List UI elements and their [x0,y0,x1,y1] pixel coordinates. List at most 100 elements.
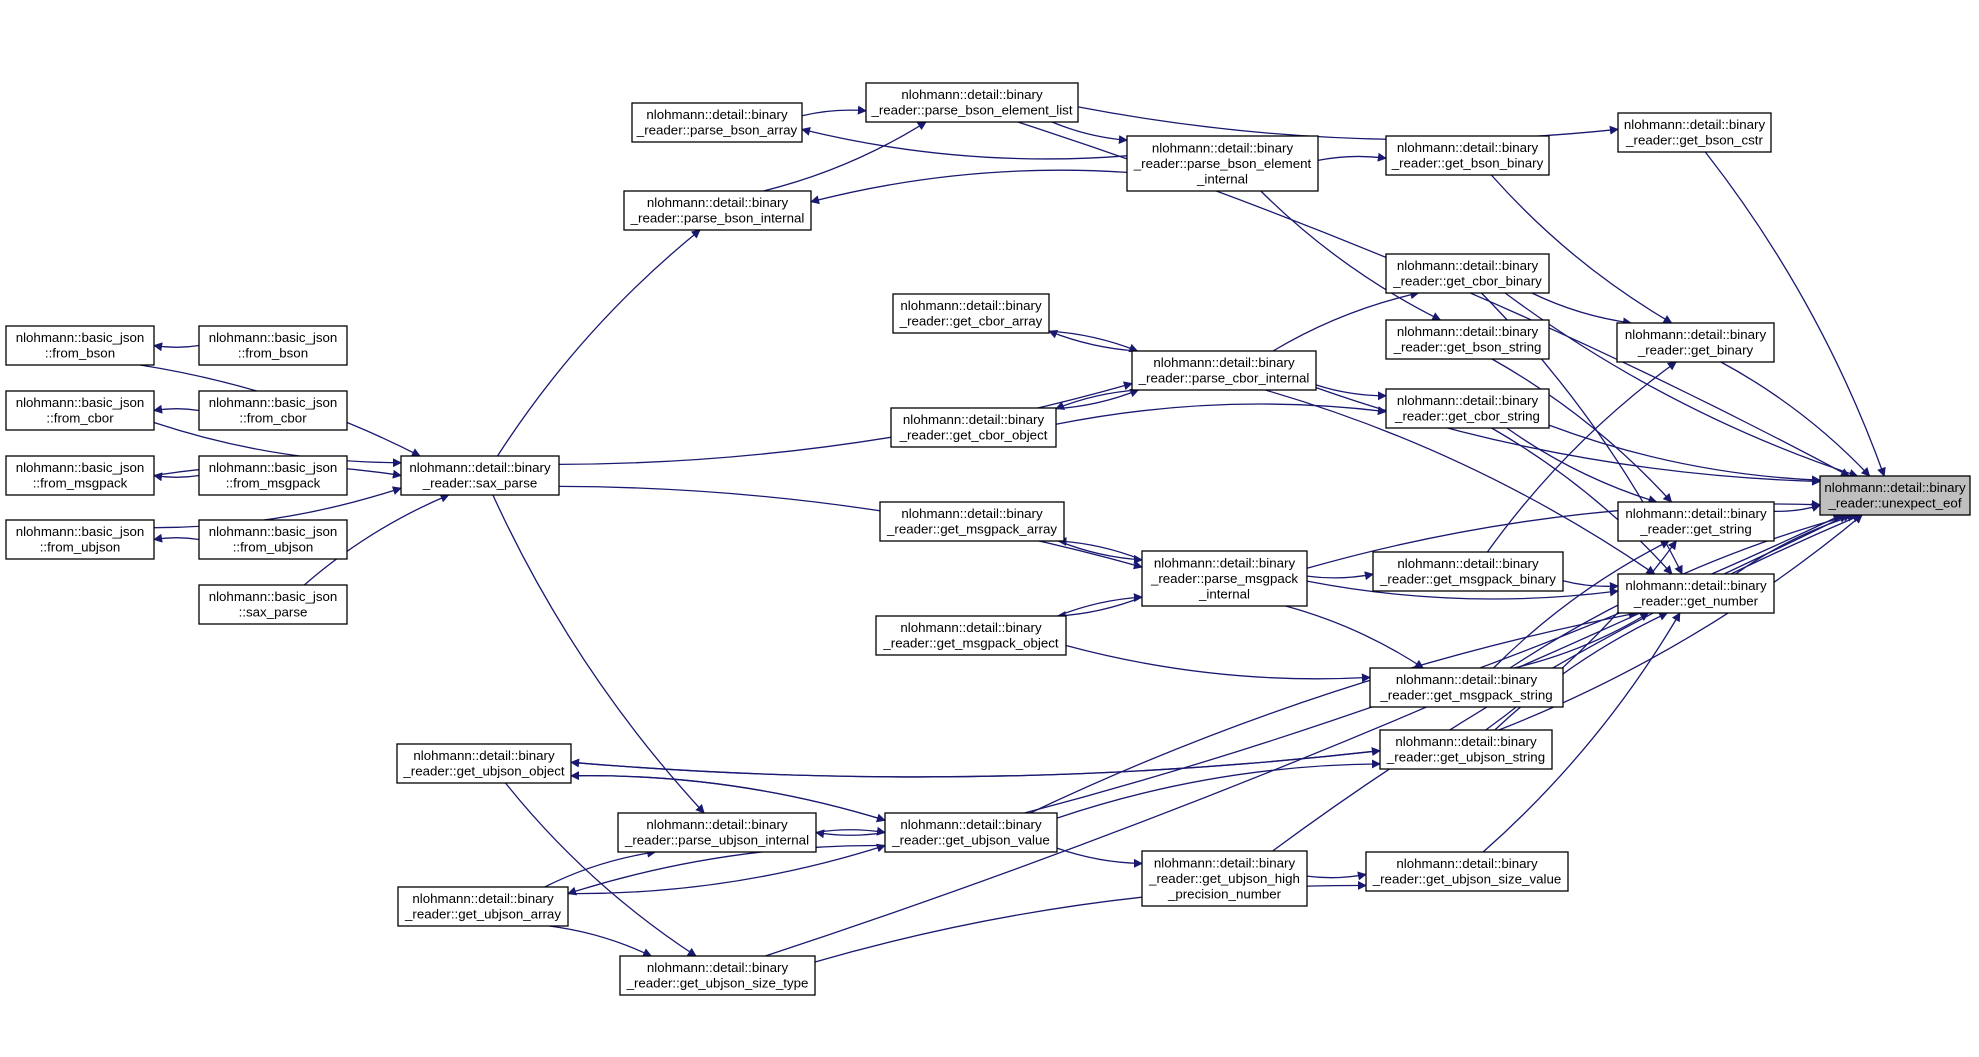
node-get-string[interactable]: nlohmann::detail::binary_reader::get_str… [1617,501,1775,542]
node-parse-bson-array[interactable]: nlohmann::detail::binary_reader::parse_b… [631,102,803,143]
node-get-msgpack-array[interactable]: nlohmann::detail::binary_reader::get_msg… [879,501,1065,542]
node-get-ubjson-size-type[interactable]: nlohmann::detail::binary_reader::get_ubj… [619,955,816,996]
edge-sax_parse-to-parse_bson_internal [496,229,701,457]
node-label-line: nlohmann::detail::binary [647,960,789,975]
node-bj-from-bson[interactable]: nlohmann::basic_json::from_bson [5,325,155,366]
node-label-line: nlohmann::detail::binary [1152,140,1294,155]
edge-line [1065,644,1371,683]
node-label-line: _reader::get_cbor_binary [1392,274,1542,289]
node-label-line: _reader::parse_ubjson_internal [624,833,809,848]
edge-get_cbor_object-to-parse_cbor_internal [1055,388,1140,410]
node-parse-bson-element-list[interactable]: nlohmann::detail::binary_reader::parse_b… [865,82,1079,123]
edge-line [570,750,1381,778]
edge-get_ubjson_string-to-unexpect_eof [1498,514,1863,731]
edge-line [1317,152,1387,162]
edge-line [1306,571,1374,581]
node-bj-from-msgpack-caller[interactable]: nlohmann::basic_json::from_msgpack [198,455,348,496]
node-box [890,407,1057,448]
node-parse-bson-element-internal[interactable]: nlohmann::detail::binary_reader::parse_b… [1126,135,1319,192]
edge-line [1506,427,1658,504]
node-box [617,812,817,853]
node-bj-from-msgpack[interactable]: nlohmann::basic_json::from_msgpack [5,455,155,496]
edge-line [544,848,657,888]
edge-get_ubjson_high_precision_number-to-get_ubjson_size_value [1306,871,1367,881]
node-get-cbor-object[interactable]: nlohmann::detail::binary_reader::get_cbo… [890,407,1057,448]
node-unexpect-eof[interactable]: nlohmann::detail::binary_reader::unexpec… [1819,475,1971,516]
node-label-line: _reader::get_ubjson_size_value [1372,872,1562,887]
edge-get_ubjson_value-to-get_ubjson_array [567,844,886,896]
node-bj-from-cbor[interactable]: nlohmann::basic_json::from_cbor [5,390,155,431]
node-label-line: nlohmann::detail::binary [901,506,1043,521]
edge-parse_msgpack_internal-to-get_number [1306,580,1619,600]
node-box [1617,112,1772,153]
node-bj-from-bson-caller[interactable]: nlohmann::basic_json::from_bson [198,325,348,366]
node-label-line: _reader::parse_bson_array [636,123,798,138]
node-box [1385,135,1550,176]
node-label-line: _reader::unexpect_eof [1827,496,1961,511]
node-box [1369,667,1564,708]
edge-get_msgpack_object-to-get_msgpack_string [1065,644,1371,683]
node-bj-from-ubjson-caller[interactable]: nlohmann::basic_json::from_ubjson [198,519,348,560]
edge-line [1493,540,1670,669]
node-get-bson-binary[interactable]: nlohmann::detail::binary_reader::get_bso… [1385,135,1550,176]
node-label-line: _reader::get_bson_string [1393,340,1542,355]
node-get-cbor-binary[interactable]: nlohmann::detail::binary_reader::get_cbo… [1385,253,1550,294]
node-label-line: nlohmann::detail::binary [646,817,788,832]
node-get-ubjson-array[interactable]: nlohmann::detail::binary_reader::get_ubj… [397,886,569,927]
node-parse-msgpack-internal[interactable]: nlohmann::detail::binary_reader::parse_m… [1141,550,1308,607]
node-get-cbor-string[interactable]: nlohmann::detail::binary_reader::get_cbo… [1385,388,1550,429]
node-get-number[interactable]: nlohmann::detail::binary_reader::get_num… [1617,573,1775,614]
edge-line [1531,292,1632,327]
node-bj-from-ubjson[interactable]: nlohmann::basic_json::from_ubjson [5,519,155,560]
node-bj-sax-parse[interactable]: nlohmann::basic_json::sax_parse [198,584,348,625]
edge-line [558,485,1143,570]
node-sax-parse[interactable]: nlohmann::detail::binary_reader::sax_par… [400,455,560,496]
edge-get_ubjson_string-to-get_number [1494,612,1669,731]
edge-line [1051,121,1128,145]
node-get-msgpack-binary[interactable]: nlohmann::detail::binary_reader::get_msg… [1372,551,1564,592]
node-label-line: nlohmann::detail::binary [412,891,554,906]
node-bj-from-cbor-caller[interactable]: nlohmann::basic_json::from_cbor [198,390,348,431]
node-parse-bson-internal[interactable]: nlohmann::detail::binary_reader::parse_b… [623,190,812,231]
node-get-ubjson-string[interactable]: nlohmann::detail::binary_reader::get_ubj… [1379,729,1553,770]
node-get-ubjson-value[interactable]: nlohmann::detail::binary_reader::get_ubj… [884,812,1058,853]
node-label-line: nlohmann::detail::binary [1154,555,1296,570]
edge-line [1490,174,1673,324]
node-label-line: nlohmann::detail::binary [1625,578,1767,593]
edge-line [153,404,200,414]
node-parse-cbor-internal[interactable]: nlohmann::detail::binary_reader::parse_c… [1131,350,1317,391]
edge-get_bson_binary-to-get_binary [1490,174,1673,324]
edge-get_ubjson_object-to-get_ubjson_size_type [504,782,697,957]
node-get-binary[interactable]: nlohmann::detail::binary_reader::get_bin… [1616,322,1775,363]
node-get-ubjson-high-precision-number[interactable]: nlohmann::detail::binary_reader::get_ubj… [1141,850,1308,907]
node-parse-ubjson-internal[interactable]: nlohmann::detail::binary_reader::parse_u… [617,812,817,853]
node-label-line: _reader::get_bson_cstr [1625,133,1763,148]
edge-get_ubjson_size_value-to-get_number [1482,612,1681,853]
edge-sax_parse-to-parse_cbor_internal [558,381,1133,466]
node-get-msgpack-object[interactable]: nlohmann::detail::binary_reader::get_msg… [875,615,1067,656]
node-get-ubjson-object[interactable]: nlohmann::detail::binary_reader::get_ubj… [396,743,572,784]
edge-bj_from_bson_caller-to-bj_from_bson [153,342,200,352]
node-label-line: nlohmann::detail::binary [646,107,788,122]
edge-line [1077,106,1619,141]
node-label-line: _reader::get_ubjson_array [404,907,561,922]
node-get-ubjson-size-value[interactable]: nlohmann::detail::binary_reader::get_ubj… [1365,851,1569,892]
node-get-msgpack-string[interactable]: nlohmann::detail::binary_reader::get_msg… [1369,667,1564,708]
node-label-line: nlohmann::detail::binary [409,460,551,475]
edge-line [1720,361,1871,477]
node-label-line: nlohmann::detail::binary [647,195,789,210]
node-label-line: nlohmann::basic_json [209,460,338,475]
edge-line [153,421,402,468]
edge-line [1494,612,1669,731]
edge-parse_ubjson_internal-to-get_ubjson_value [815,826,886,836]
node-get-cbor-array[interactable]: nlohmann::detail::binary_reader::get_cbo… [892,293,1050,334]
node-get-bson-string[interactable]: nlohmann::detail::binary_reader::get_bso… [1385,319,1550,360]
node-get-bson-cstr[interactable]: nlohmann::detail::binary_reader::get_bso… [1617,112,1772,153]
node-label-line: nlohmann::basic_json [16,330,145,345]
node-box [5,325,155,366]
node-label-line: _reader::get_string [1639,522,1752,537]
node-label-line: nlohmann::detail::binary [1397,258,1539,273]
edge-line [1315,384,1387,401]
node-label-line: nlohmann::detail::binary [901,87,1043,102]
node-label-line: ::from_cbor [239,411,307,426]
